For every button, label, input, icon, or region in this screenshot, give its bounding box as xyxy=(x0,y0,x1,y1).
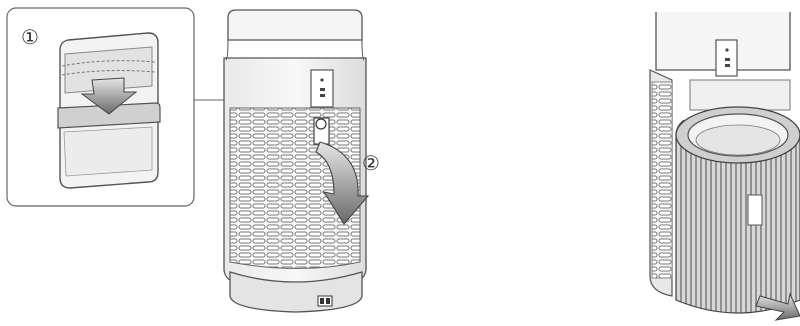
filter-cylinder xyxy=(676,107,800,313)
purifier-unit-open xyxy=(650,12,800,320)
step1-label: ① xyxy=(21,25,39,49)
step2-label: ② xyxy=(362,151,380,175)
purifier-unit-closed: ② xyxy=(224,10,380,312)
step1-detail-inset: ① xyxy=(7,8,194,206)
